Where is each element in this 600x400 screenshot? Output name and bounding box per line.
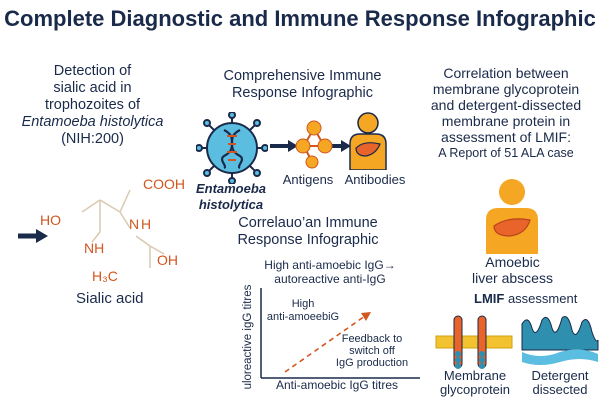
parasite-label-line1: Entamoeba [195,181,267,196]
chart-inner-label: High anti-amoeebiG [258,298,348,324]
detergent-label-line2: dissected [532,382,588,397]
lmif-label: LMIF [474,291,505,306]
membrane-protein-icon [435,315,513,369]
detergent-label-line1: Detergent [531,368,589,383]
chart-inner-label-line2: anti-amoeebiG [266,311,340,323]
parasite-label: Entamoeba histolytica [190,181,272,213]
correlation-header-line1: Correlauo’an Immune [238,215,378,231]
lmif-header-line1: Correlation between [443,65,569,81]
amoebic-liver-label-line1: Amoebic [485,254,540,270]
immune-response-header: Comprehensive Immune Response Infographi… [195,68,410,102]
sialic-acid-caption: Sialic acid [76,290,144,307]
lmif-header-line3: and detergent-dissected [430,97,582,113]
antigens-label: Antigens [282,172,334,187]
hydroxyl-group: HO [40,212,61,228]
lmif-header-line4: membrane protein in [441,113,571,129]
arrow-right-icon [270,140,298,152]
cooh-group: COOH [143,176,185,192]
torso-liver-icon [486,179,538,254]
chart-y-label: uloreactive igG titres [242,284,254,390]
sialic-header-line2: sialic acid in [53,80,132,96]
feedback-label-line3: IgG production [335,357,409,369]
lmif-header-line6: A Report of 51 ALA case [438,146,574,160]
molecule-bonds [81,189,165,268]
sialic-acid-structure [18,189,165,268]
oh-group: OH [157,252,178,268]
sialic-header-line3: trophozoites of [44,97,141,113]
trend-arrowhead [361,312,371,321]
detergent-dissected-label: Detergent dissected [518,369,600,397]
lmif-header-line2: membrane glycoprotein [432,81,580,97]
feedback-label-line2: switch off [349,345,395,357]
antibodies-label: Antibodies [344,172,406,187]
immune-header-line2: Response Infographic [231,85,374,101]
amine-n: N [129,216,140,232]
methyl-group: H₃C [92,268,118,284]
amoebic-liver-label: Amoebic liver abscess [455,254,570,286]
sialic-header-line1: Detection of [53,63,132,79]
arrow-right-icon [18,229,48,243]
lmif-assessment-label: LMIF assessment [474,291,577,306]
torso-liver-icon [349,112,387,170]
imine-nh: NH [84,240,105,256]
correlation-header: Correlauo’an Immune Response Infographic [213,215,403,249]
antigen-cluster-icon [295,120,333,169]
amine-h: H [141,216,152,232]
sialic-header-line5: (NIH:200) [61,131,124,147]
immune-header-line1: Comprehensive Immune [223,68,382,84]
chart-top-label-line2: autoreactive anti-IgG [274,272,386,286]
detergent-wave-icon [521,316,599,365]
lmif-header-line5: assessment of LMIF: [441,129,571,145]
chart-x-label: Anti-amoebic IgG titres [275,378,399,392]
pathogen-icon [196,112,268,184]
chart-top-label: High anti-amoebic IgG→ autoreactive anti… [250,258,410,286]
sialic-header-organism: Entamoeba histolytica [21,114,164,130]
lmif-header: Correlation between membrane glycoprotei… [410,65,600,161]
amoebic-liver-label-line2: liver abscess [472,270,553,286]
page-title: Complete Diagnostic and Immune Response … [4,6,596,31]
assessment-label: assessment [504,291,578,306]
feedback-label: Feedback to switch off IgG production [322,333,422,369]
membrane-label-line2: glycoprotein [439,382,511,397]
membrane-glycoprotein-label: Membrane glycoprotein [430,369,520,397]
parasite-label-line2: histolytica [198,197,264,212]
correlation-header-line2: Response Infographic [237,232,379,248]
membrane-label-line1: Membrane [443,368,507,383]
feedback-label-line1: Feedback to [341,333,403,345]
sialic-acid-header: Detection of sialic acid in trophozoites… [5,63,180,148]
correlation-plot [260,288,420,379]
chart-inner-label-line1: High [291,298,315,310]
trend-line [284,315,366,373]
chart-top-label-line1: High anti-amoebic IgG→ [264,258,396,272]
